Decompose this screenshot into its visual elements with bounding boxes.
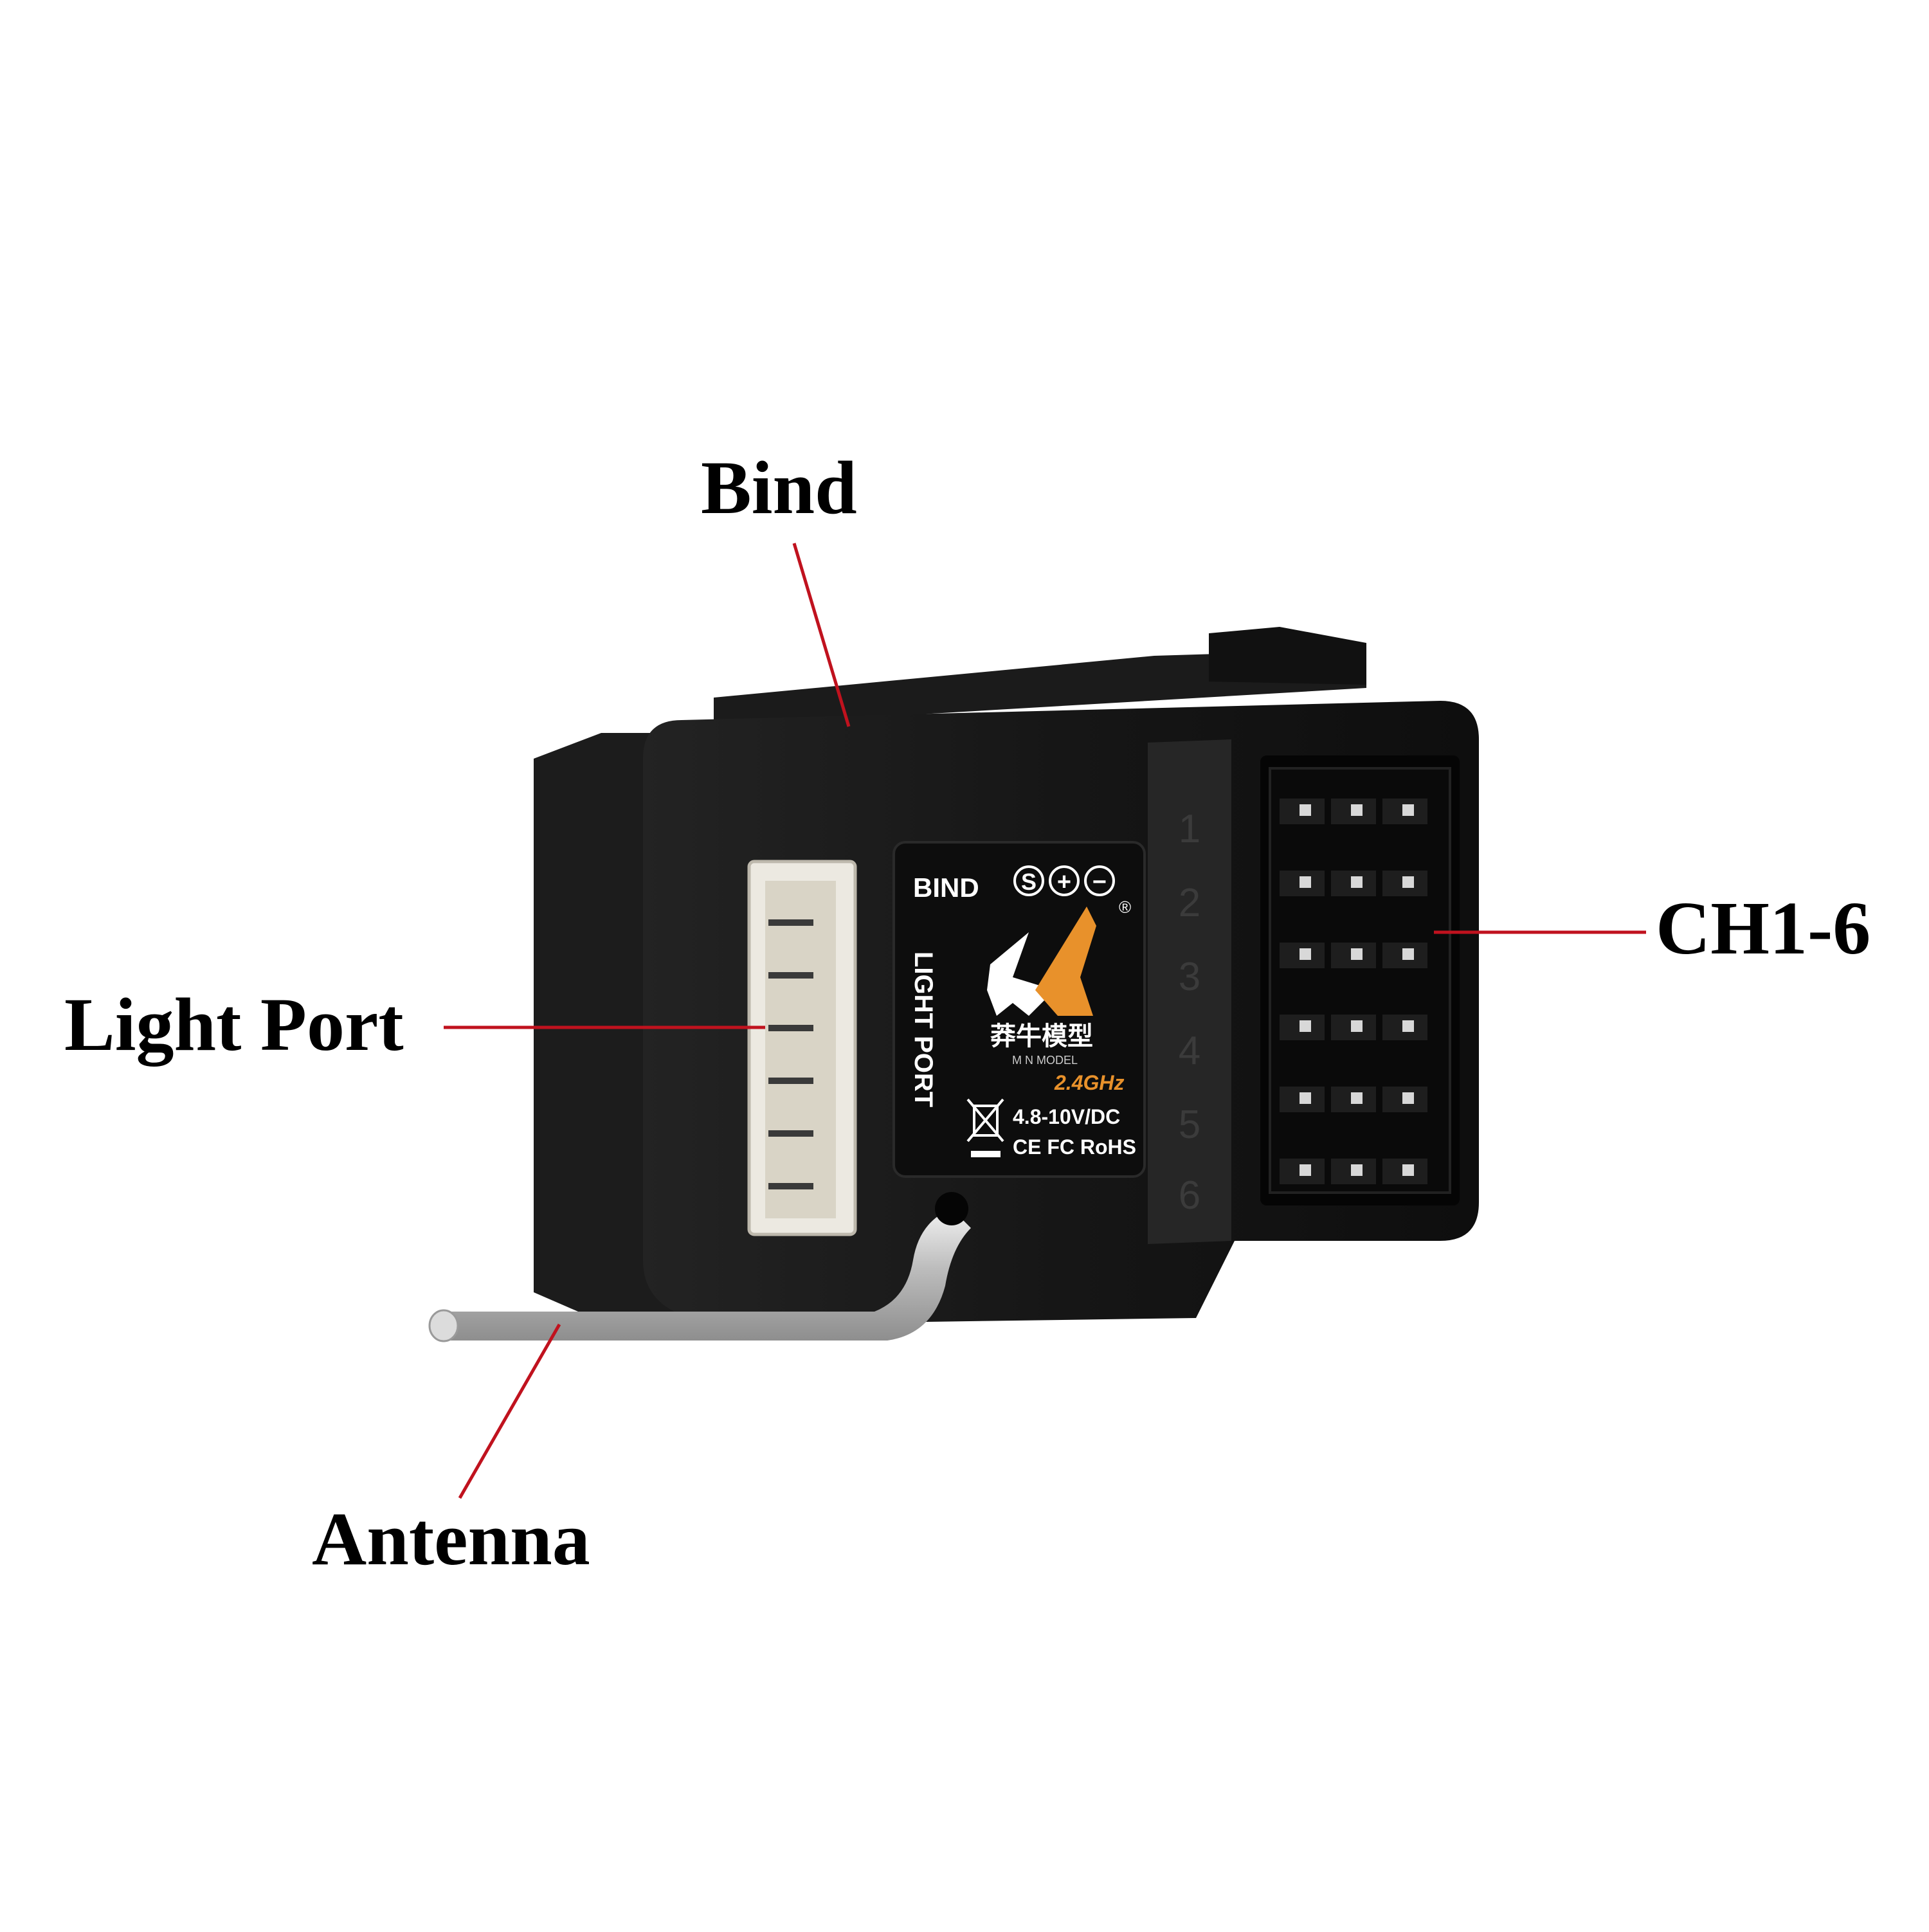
header-pin <box>1300 948 1311 960</box>
channel-number-strip: 1 2 3 4 5 6 <box>1148 739 1231 1244</box>
header-pin <box>1351 948 1363 960</box>
label-light-port-text: LIGHT PORT <box>909 952 937 1107</box>
light-port-pin <box>768 1078 813 1084</box>
frequency-text: 2.4GHz <box>1054 1071 1124 1094</box>
light-port-pin <box>768 972 813 979</box>
header-pin <box>1402 1164 1414 1176</box>
header-pin <box>1300 876 1311 888</box>
voltage-text: 4.8-10V/DC <box>1013 1105 1120 1128</box>
channel-pin-header[interactable] <box>1260 755 1460 1205</box>
light-port-pins <box>768 919 813 1189</box>
brand-english: M N MODEL <box>1012 1054 1078 1067</box>
leader-lines <box>444 543 1646 1499</box>
light-port-pin <box>768 1183 813 1189</box>
signal-pin-symbol <box>1013 865 1044 896</box>
light-port-pin <box>768 1130 813 1137</box>
header-pin <box>1351 1020 1363 1032</box>
header-pin <box>1351 876 1363 888</box>
light-port-pin <box>768 1025 813 1031</box>
channel-number: 6 <box>1179 1173 1200 1218</box>
channel-number: 4 <box>1179 1029 1200 1073</box>
brand-chinese: 莽牛模型 <box>990 1022 1093 1051</box>
header-pin <box>1300 1020 1311 1032</box>
header-pin <box>1351 1164 1363 1176</box>
channels-callout-label: CH1-6 <box>1656 886 1871 970</box>
antenna-leader-line <box>458 1323 561 1499</box>
light-port-callout-label: Light Port <box>64 982 404 1067</box>
minus-pin-symbol <box>1084 865 1115 896</box>
certification-text: CE FC RoHS <box>1013 1135 1136 1159</box>
plus-pin-symbol <box>1049 865 1080 896</box>
header-pin <box>1351 804 1363 816</box>
brand-logo-icon <box>987 907 1096 1016</box>
channel-number: 5 <box>1179 1103 1200 1147</box>
label-plate: BIND S + − LIGHT PORT ® 莽牛模型 M N MODEL 2… <box>892 841 1146 1178</box>
pin-grid <box>1280 799 1427 1184</box>
header-pin <box>1402 1020 1414 1032</box>
registered-mark: ® <box>1119 898 1131 917</box>
pin-symbol-minus: − <box>1092 869 1107 896</box>
label-bind-text: BIND <box>913 872 979 903</box>
antenna-callout-label: Antenna <box>312 1497 590 1581</box>
bind-callout-label: Bind <box>701 446 857 530</box>
header-pin <box>1402 804 1414 816</box>
header-pin <box>1300 1092 1311 1104</box>
header-pin <box>1300 804 1311 816</box>
header-pin <box>1402 948 1414 960</box>
channel-number: 1 <box>1179 807 1200 851</box>
light-port-pin <box>768 919 813 926</box>
weee-bin-icon <box>966 1098 1004 1157</box>
bind-leader-line <box>792 543 851 727</box>
header-pin <box>1300 1164 1311 1176</box>
header-pin <box>1351 1092 1363 1104</box>
light-port-connector[interactable] <box>747 860 857 1236</box>
antenna <box>428 1192 971 1342</box>
pin-symbol-s: S <box>1021 869 1037 895</box>
channel-number: 3 <box>1179 955 1200 999</box>
pin-symbol-plus: + <box>1057 869 1071 896</box>
header-pin <box>1402 876 1414 888</box>
channel-number: 2 <box>1179 881 1200 925</box>
header-pin <box>1402 1092 1414 1104</box>
